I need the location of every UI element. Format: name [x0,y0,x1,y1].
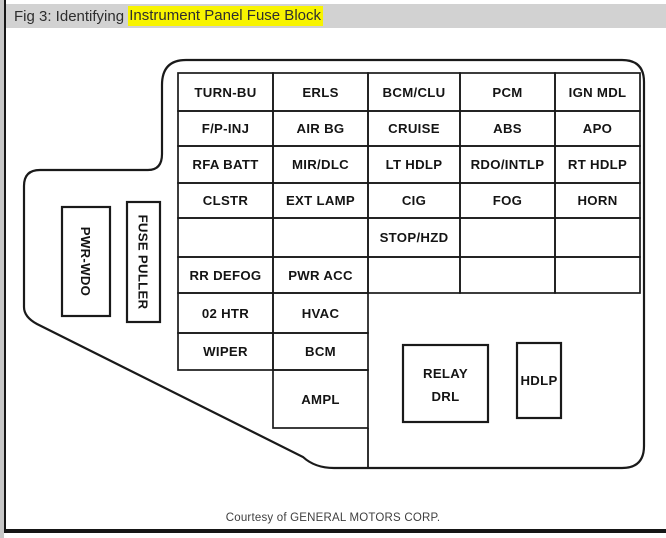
fuse-label: TURN-BU [194,85,256,100]
relay-drl-box [401,343,490,424]
fuse-label: CIG [402,193,426,208]
fuse-label: HVAC [302,306,340,321]
fuse-cell [367,256,461,294]
fuse-label: RDO/INTLP [471,157,545,172]
fuse-label: MIR/DLC [292,157,349,172]
page-left-border [4,0,6,533]
fuse-label: LT HDLP [386,157,443,172]
fuse-label: HORN [577,193,617,208]
fuse-label: IGN MDL [569,85,627,100]
hdlp-relay-box [515,341,563,420]
fuse-cell [459,256,556,294]
fuse-label: ABS [493,121,522,136]
courtesy-line: Courtesy of GENERAL MOTORS CORP. [225,512,441,524]
fuse-label: PCM [492,85,522,100]
fuse-label: ERLS [302,85,338,100]
pwr-wdo-label: PWR-WDO [78,227,93,297]
fuse-puller-box [125,200,162,324]
fuse-cell [459,217,556,258]
fuse-block-outline [22,58,646,470]
fuse-cell [554,256,641,294]
fuse-label: WIPER [203,344,248,359]
fuse-label: CRUISE [388,121,440,136]
fuse-label: RFA BATT [192,157,258,172]
page-bottom-border [4,529,666,533]
fuse-label: CLSTR [203,193,249,208]
fuse-block-diagram: PWR-WDO FUSE PULLER TURN-BU ERLS BCM/CLU… [22,58,646,470]
figure-title-highlight: Instrument Panel Fuse Block [128,6,323,26]
pwr-wdo-box [60,205,112,318]
fuse-cell [272,217,369,258]
figure-title-prefix: Fig 3: Identifying [14,7,129,25]
relay-drl-label-line2: DRL [431,389,459,404]
fuse-puller-label: FUSE PULLER [136,215,151,310]
figure-title: Fig 3: Identifying Instrument Panel Fuse… [6,4,666,28]
fuse-label: 02 HTR [202,306,249,321]
fuse-label: BCM [305,344,336,359]
fuse-label: FOG [493,193,522,208]
fuse-label: AIR BG [297,121,345,136]
page-left-gutter [0,0,4,538]
fuse-label: EXT LAMP [286,193,355,208]
fuse-label: AMPL [301,392,340,407]
fuse-label: PWR ACC [288,268,353,283]
fuse-label: APO [583,121,612,136]
fuse-label: RR DEFOG [189,268,261,283]
fuse-label: RT HDLP [568,157,627,172]
fuse-cell [272,369,369,429]
fuse-label: F/P-INJ [202,121,250,136]
relay-drl-label-line1: RELAY [423,366,468,381]
fuse-cell [177,217,274,258]
hdlp-relay-label: HDLP [520,373,557,388]
fuse-label: BCM/CLU [383,85,446,100]
fuse-cell [554,217,641,258]
fuse-label: STOP/HZD [380,230,449,245]
